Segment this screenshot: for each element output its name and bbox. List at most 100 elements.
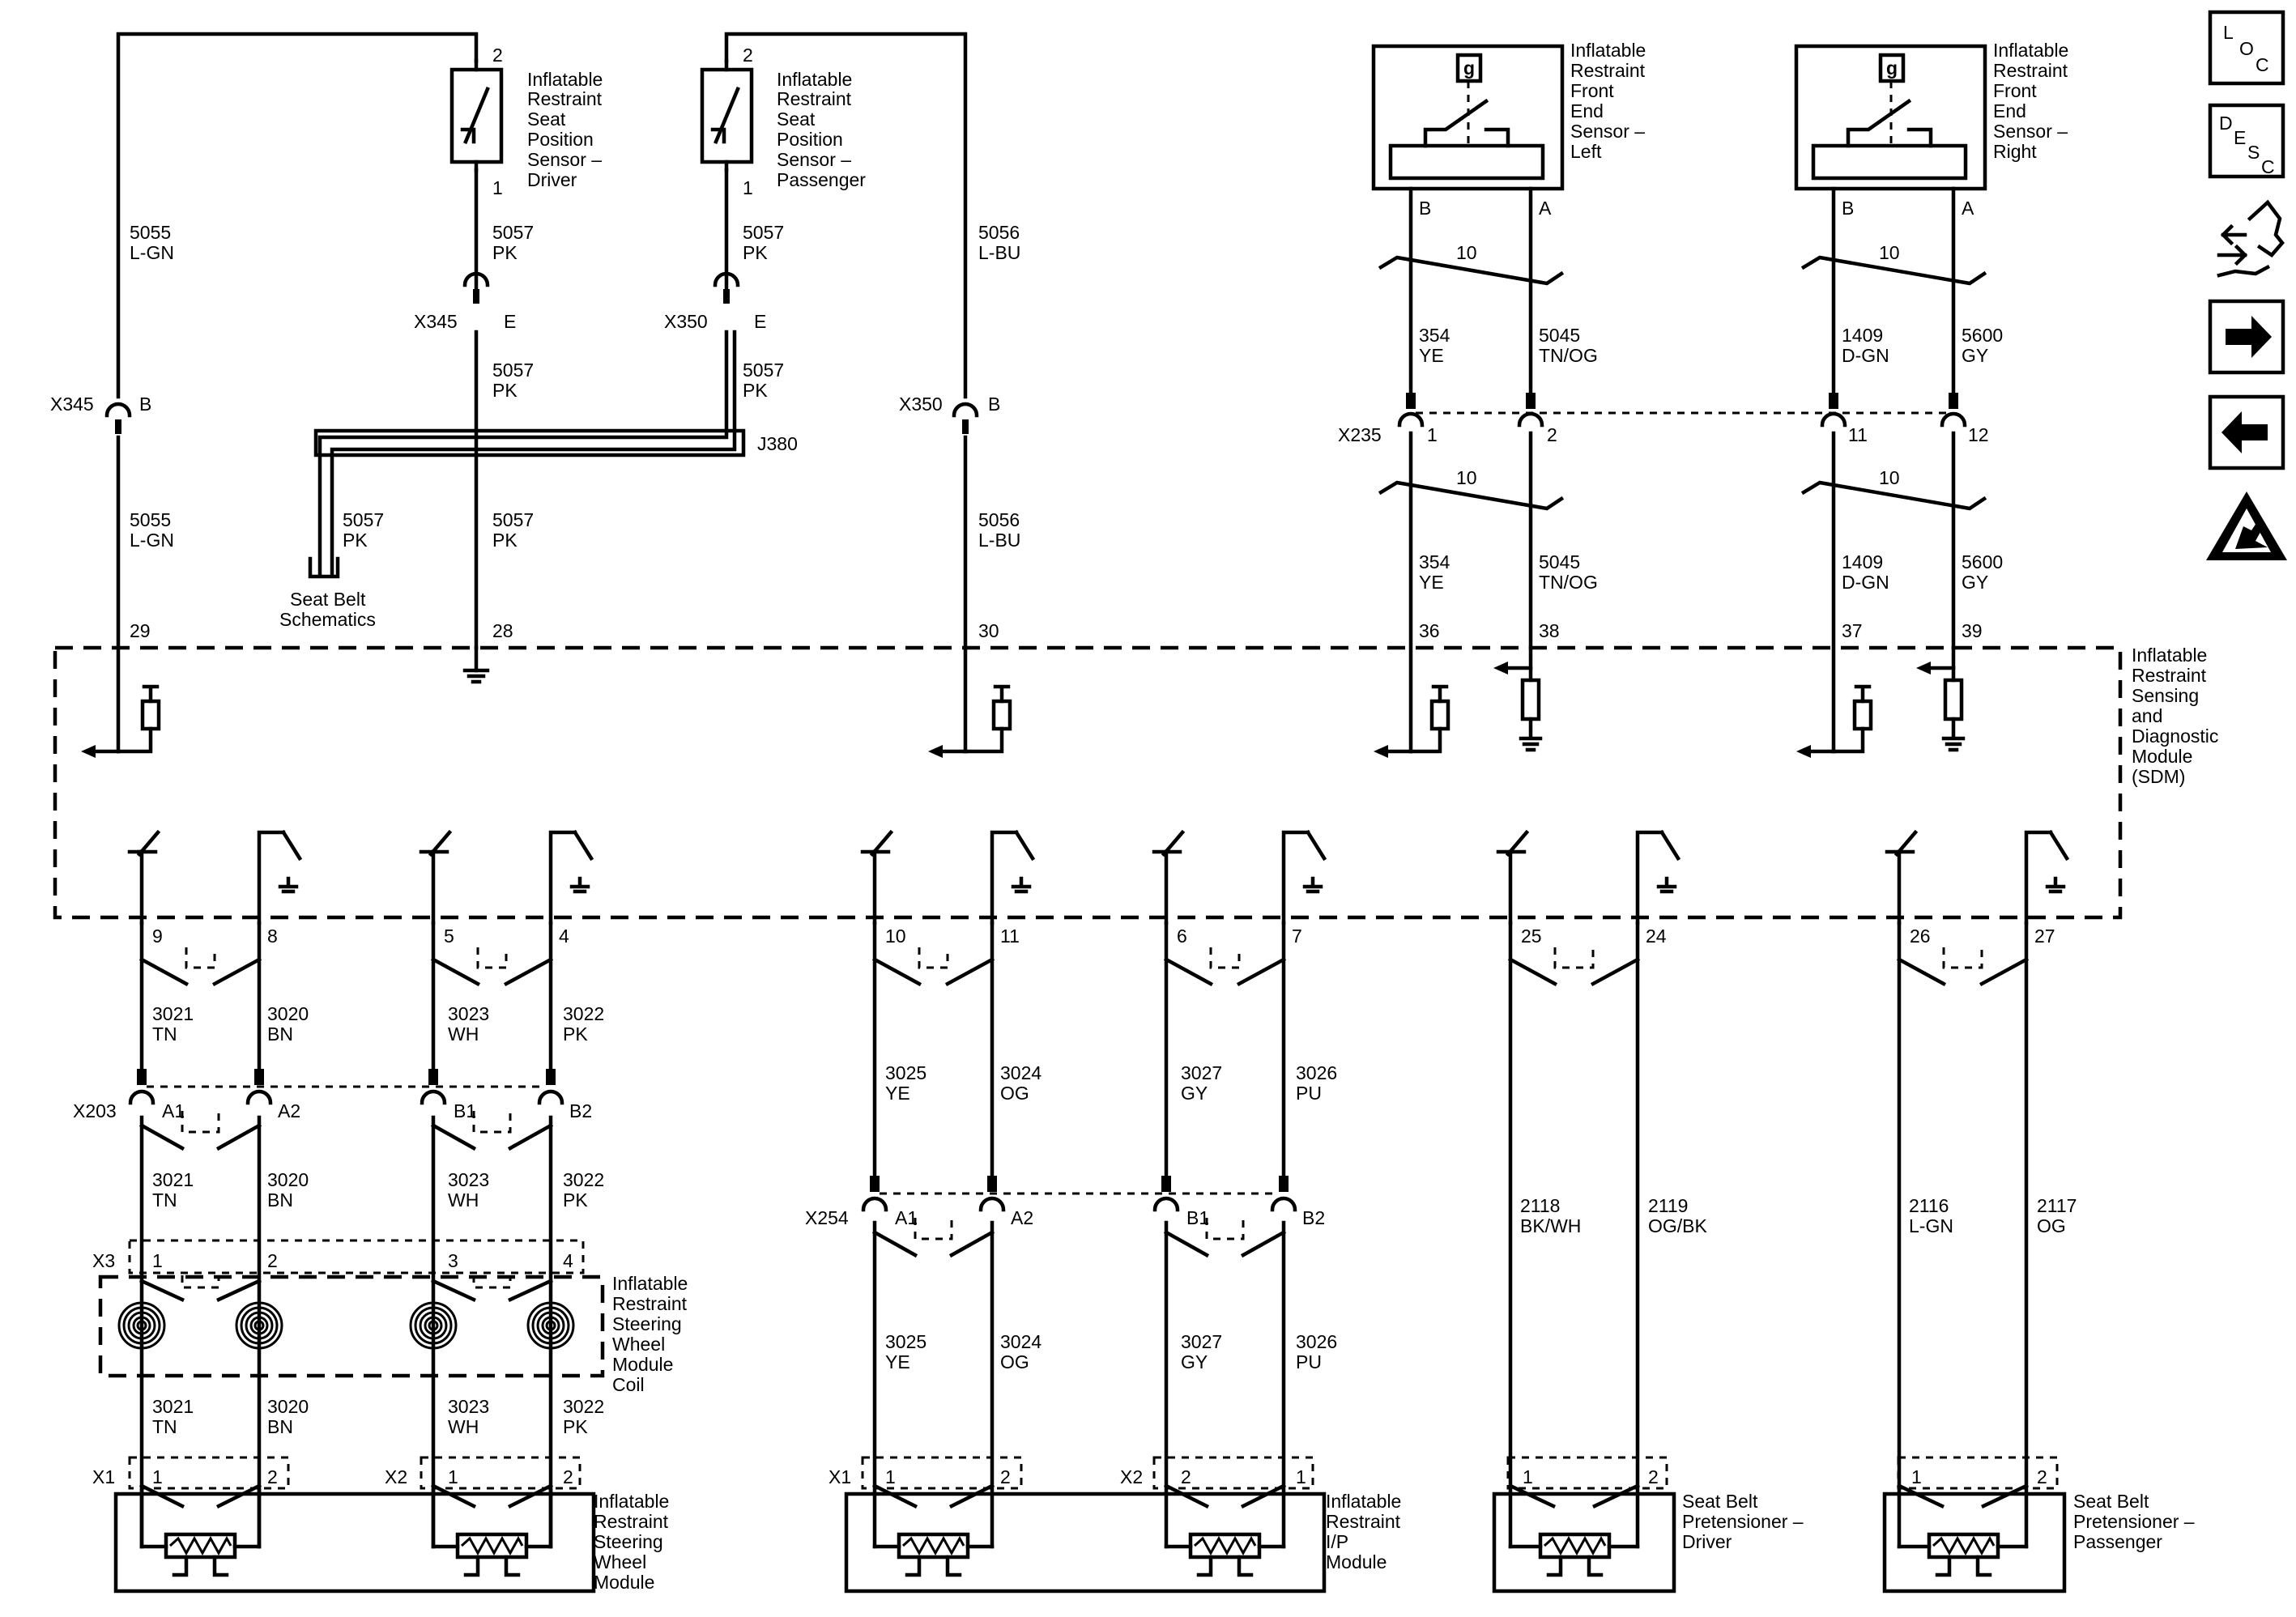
pins-ip-module: 1 2 2 1 [885, 1466, 1306, 1487]
svg-text:3021: 3021 [152, 1003, 194, 1024]
splice-j380 [313, 428, 746, 457]
connector-x1-sw: X1 [92, 1466, 115, 1487]
svg-text:7: 7 [1292, 926, 1302, 947]
svg-text:Sensor –: Sensor – [1570, 121, 1645, 142]
svg-text:Steering: Steering [594, 1531, 663, 1552]
svg-text:PK: PK [563, 1189, 588, 1211]
svg-text:354: 354 [1419, 551, 1450, 572]
svg-text:BN: BN [267, 1189, 293, 1211]
svg-text:3023: 3023 [448, 1003, 489, 1024]
svg-text:5600: 5600 [1962, 551, 2003, 572]
svg-text:Seat Belt: Seat Belt [1682, 1491, 1758, 1512]
desc-button[interactable]: D E S C [2208, 103, 2285, 179]
pin-x203-b2: B2 [569, 1100, 592, 1121]
pin-sps-pass-2: 2 [743, 45, 753, 66]
sdm-top-pins: 29 28 30 36 38 37 39 [130, 620, 1983, 641]
seat-position-sensor-driver [449, 58, 504, 172]
svg-text:10: 10 [1879, 242, 1900, 263]
pins-pret-driver: 1 2 [1523, 1466, 1659, 1487]
svg-text:1: 1 [1911, 1466, 1922, 1487]
x345-b-connector [104, 402, 132, 434]
svg-text:C: C [2256, 54, 2269, 75]
svg-text:5600: 5600 [1962, 325, 2003, 346]
svg-text:1: 1 [885, 1466, 896, 1487]
svg-text:Driver: Driver [1682, 1531, 1732, 1552]
svg-text:3020: 3020 [267, 1169, 309, 1190]
svg-text:BK/WH: BK/WH [1520, 1215, 1581, 1236]
seat-belt-ref-symbol [308, 556, 340, 579]
svg-text:Coil: Coil [612, 1374, 645, 1395]
svg-text:29: 29 [130, 620, 151, 641]
svg-text:10: 10 [1456, 467, 1477, 488]
svg-text:OG/BK: OG/BK [1648, 1215, 1708, 1236]
svg-text:Front: Front [1993, 80, 2037, 101]
pin-x254-b2: B2 [1302, 1207, 1325, 1228]
svg-text:3024: 3024 [1000, 1062, 1042, 1083]
pretensioner-passenger [1882, 1456, 2067, 1594]
svg-text:(SDM): (SDM) [2132, 766, 2185, 787]
front-end-sensor-left: g [1371, 44, 1565, 403]
svg-text:Sensor –: Sensor – [1993, 121, 2068, 142]
pin-x254-a2: A2 [1011, 1207, 1033, 1228]
label-sps-driver: Inflatable Restraint Seat Position Senso… [527, 69, 603, 190]
svg-text:3026: 3026 [1296, 1331, 1337, 1352]
ip-module [844, 1456, 1327, 1594]
previous-page-button[interactable] [2208, 394, 2285, 470]
svg-text:End: End [1993, 100, 2026, 121]
pin-x203-a2: A2 [278, 1100, 300, 1121]
connector-end-view-button[interactable] [2217, 199, 2285, 278]
connector-x1-ip: X1 [829, 1466, 851, 1487]
svg-text:TN/OG: TN/OG [1539, 572, 1598, 593]
svg-text:BN: BN [267, 1416, 293, 1437]
svg-text:3024: 3024 [1000, 1331, 1042, 1352]
sdm-internal-inputs [81, 645, 1966, 758]
svg-text:PK: PK [343, 530, 368, 551]
wire-labels-top-left: 5055 L-GN 5057 PK 5057 PK 5056 L-BU 5057… [130, 222, 1020, 551]
svg-text:Seat: Seat [527, 109, 566, 130]
svg-text:354: 354 [1419, 325, 1450, 346]
pin-coil-3: 3 [448, 1250, 458, 1271]
pin-x254-a1: A1 [895, 1207, 918, 1228]
pins-pret-passenger: 1 2 [1911, 1466, 2047, 1487]
svg-text:24: 24 [1646, 926, 1667, 947]
svg-text:5057: 5057 [492, 360, 534, 381]
label-pret-driver: Seat Belt Pretensioner – Driver [1682, 1491, 1804, 1552]
loc-button[interactable]: L O C [2208, 10, 2285, 86]
svg-text:2: 2 [2037, 1466, 2047, 1487]
svg-text:WH: WH [448, 1023, 479, 1045]
pretensioner-driver [1492, 1456, 1676, 1594]
connector-x350-e: X350 [664, 311, 708, 332]
svg-text:1: 1 [152, 1466, 163, 1487]
svg-text:Seat: Seat [777, 109, 816, 130]
svg-text:39: 39 [1962, 620, 1983, 641]
svg-text:Inflatable: Inflatable [527, 69, 603, 90]
svg-text:5057: 5057 [492, 509, 534, 530]
front-end-sensor-right: g [1794, 44, 1987, 403]
svg-text:Driver: Driver [527, 169, 577, 190]
pin-sps-pass-1: 1 [743, 177, 753, 198]
svg-text:8: 8 [267, 926, 278, 947]
svg-text:2118: 2118 [1520, 1195, 1560, 1216]
svg-text:GY: GY [1962, 572, 1988, 593]
seat-belt-schematics-line2: Schematics [279, 609, 376, 630]
svg-text:3023: 3023 [448, 1169, 489, 1190]
svg-text:PU: PU [1296, 1083, 1322, 1104]
svg-text:5057: 5057 [743, 222, 784, 243]
connector-x350-e-pin: E [754, 311, 766, 332]
svg-text:S: S [2247, 142, 2260, 163]
svg-text:Seat Belt: Seat Belt [2073, 1491, 2149, 1512]
svg-text:3021: 3021 [152, 1169, 194, 1190]
next-page-button[interactable] [2208, 299, 2285, 375]
svg-text:26: 26 [1910, 926, 1931, 947]
svg-text:C: C [2261, 156, 2275, 177]
pin-fes-left-a: A [1539, 198, 1552, 219]
seat-belt-schematics-line1: Seat Belt [290, 589, 366, 610]
steering-wheel-coil [98, 1239, 605, 1378]
svg-text:O: O [2239, 38, 2254, 59]
svg-text:PK: PK [743, 242, 768, 263]
svg-text:3022: 3022 [563, 1396, 604, 1417]
svg-text:GY: GY [1181, 1351, 1208, 1372]
svg-text:38: 38 [1539, 620, 1560, 641]
svg-text:2: 2 [1181, 1466, 1191, 1487]
